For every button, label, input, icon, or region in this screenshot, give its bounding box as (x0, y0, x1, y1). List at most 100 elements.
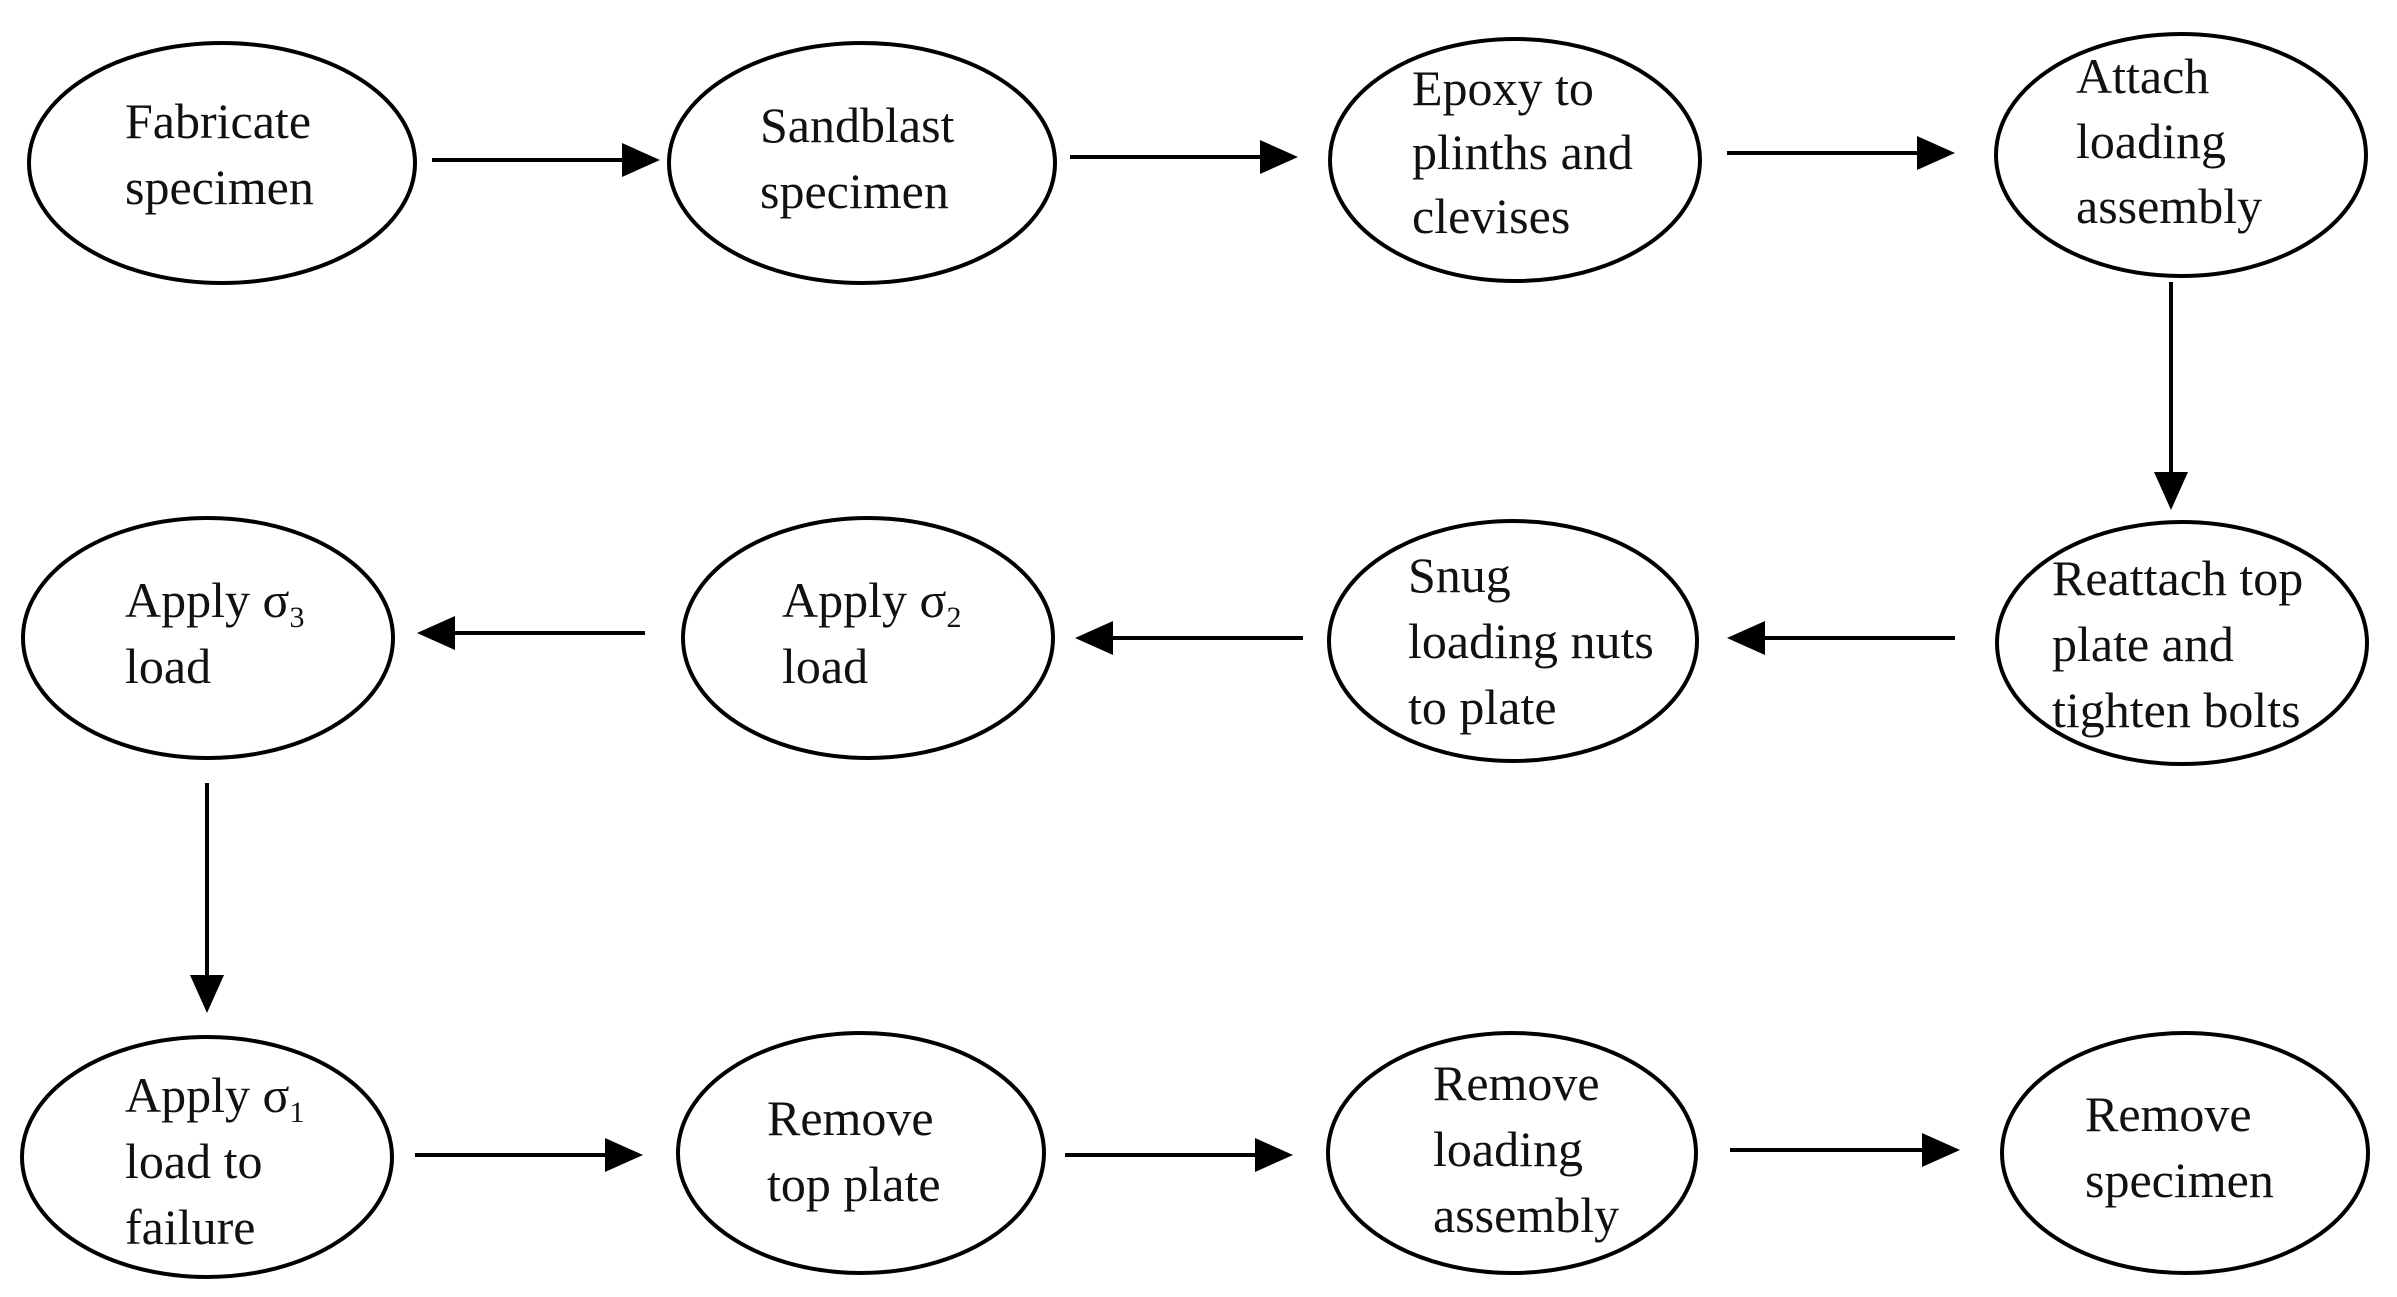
arrowhead-icon (1255, 1138, 1293, 1172)
arrowhead-icon (1727, 621, 1765, 655)
node-label-line: assembly (1433, 1187, 1619, 1243)
node-ellipse (27, 41, 417, 285)
node-label-line: specimen (760, 163, 949, 219)
node-label-line: Apply σ3 (125, 572, 304, 634)
node-label-text: top plate (767, 1156, 941, 1212)
node-label-text: load (782, 638, 868, 694)
sigma-subscript: 3 (289, 601, 304, 634)
node-label-line: tighten bolts (2052, 682, 2301, 738)
arrow-epoxy-plinths-to-attach-loading-assembly (1727, 136, 1955, 170)
node-label-text: assembly (2076, 178, 2262, 234)
edge-layer (190, 136, 2188, 1172)
arrow-snug-loading-nuts-to-apply-sigma2 (1075, 621, 1303, 655)
node-label-text: load to (125, 1133, 262, 1189)
node-label-line: plate and (2052, 616, 2234, 672)
node-label-line: Apply σ2 (782, 572, 961, 634)
sigma-subscript: 1 (289, 1096, 304, 1129)
node-label-line: specimen (125, 159, 314, 215)
arrowhead-icon (1922, 1133, 1960, 1167)
node-ellipse (681, 516, 1055, 760)
node-label-text: Remove (1433, 1055, 1600, 1111)
node-label-text: Remove (767, 1090, 934, 1146)
node-label-text: loading (2076, 113, 2226, 169)
node-snug-loading-nuts: Snug loading nuts to plate (1327, 519, 1699, 763)
arrowhead-icon (1075, 621, 1113, 655)
node-label-text: Remove (2085, 1086, 2252, 1142)
node-label-line: assembly (2076, 178, 2262, 234)
node-label-line: top plate (767, 1156, 941, 1212)
node-label-line: Sandblast (760, 97, 955, 153)
node-label-text: clevises (1412, 188, 1570, 244)
node-label-text: tighten bolts (2052, 682, 2301, 738)
node-sandblast-specimen: Sandblast specimen (667, 41, 1057, 285)
node-label-line: plinths and (1412, 124, 1633, 180)
node-ellipse (1994, 32, 2368, 278)
arrow-attach-loading-assembly-to-reattach-top-plate (2154, 282, 2188, 510)
node-label-line: to plate (1408, 679, 1557, 735)
node-label-text: to plate (1408, 679, 1557, 735)
node-ellipse (20, 1035, 394, 1279)
arrow-fabricate-specimen-to-sandblast-specimen (432, 143, 660, 177)
node-remove-top-plate: Remove top plate (676, 1031, 1046, 1275)
node-label-line: Reattach top (2052, 550, 2303, 606)
node-label-line: Fabricate (125, 93, 311, 149)
node-label-line: Attach (2076, 48, 2209, 104)
arrow-apply-sigma3-to-apply-sigma1 (190, 783, 224, 1013)
node-label-text: failure (125, 1199, 255, 1255)
arrowhead-icon (605, 1138, 643, 1172)
node-label-line: loading (2076, 113, 2226, 169)
node-ellipse (667, 41, 1057, 285)
node-label-line: loading nuts (1408, 613, 1654, 669)
node-label-line: load to (125, 1133, 262, 1189)
node-label-text: specimen (760, 163, 949, 219)
arrow-remove-loading-assembly-to-remove-specimen (1730, 1133, 1960, 1167)
node-ellipse (676, 1031, 1046, 1275)
node-ellipse (1995, 520, 2369, 766)
node-label-line: specimen (2085, 1152, 2274, 1208)
node-label-line: failure (125, 1199, 255, 1255)
arrow-reattach-top-plate-to-snug-loading-nuts (1727, 621, 1955, 655)
node-label-text: Apply σ (782, 572, 947, 628)
arrowhead-icon (1260, 140, 1298, 174)
node-label-text: plate and (2052, 616, 2234, 672)
node-label-text: plinths and (1412, 124, 1633, 180)
node-label-line: Remove (1433, 1055, 1600, 1111)
node-label-line: Remove (767, 1090, 934, 1146)
arrowhead-icon (2154, 472, 2188, 510)
node-label-text: assembly (1433, 1187, 1619, 1243)
node-label-text: Snug (1408, 547, 1511, 603)
node-label-line: load (782, 638, 868, 694)
node-ellipse (1327, 519, 1699, 763)
arrowhead-icon (622, 143, 660, 177)
node-remove-specimen: Remove specimen (2000, 1031, 2370, 1275)
arrowhead-icon (417, 616, 455, 650)
node-label-line: load (125, 638, 211, 694)
node-reattach-top-plate: Reattach top plate and tighten bolts (1995, 520, 2369, 766)
node-label-text: Attach (2076, 48, 2209, 104)
node-label-line: Epoxy to (1412, 60, 1594, 116)
node-label-text: specimen (2085, 1152, 2274, 1208)
node-fabricate-specimen: Fabricate specimen (27, 41, 417, 285)
node-epoxy-plinths: Epoxy to plinths and clevises (1328, 37, 1702, 283)
node-label-line: Apply σ1 (125, 1067, 304, 1129)
node-label-line: clevises (1412, 188, 1570, 244)
arrowhead-icon (190, 975, 224, 1013)
arrow-remove-top-plate-to-remove-loading-assembly (1065, 1138, 1293, 1172)
node-label-text: Reattach top (2052, 550, 2303, 606)
node-attach-loading-assembly: Attach loading assembly (1994, 32, 2368, 278)
arrowhead-icon (1917, 136, 1955, 170)
node-ellipse (2000, 1031, 2370, 1275)
node-ellipse (1328, 37, 1702, 283)
node-label-text: Apply σ (125, 1067, 290, 1123)
node-label-text: load (125, 638, 211, 694)
node-label-line: Snug (1408, 547, 1511, 603)
node-layer: Fabricate specimen Sandblast specimen Epoxy … (20, 32, 2370, 1279)
node-label-text: Apply σ (125, 572, 290, 628)
node-label-text: loading nuts (1408, 613, 1654, 669)
arrow-apply-sigma2-to-apply-sigma3 (417, 616, 645, 650)
